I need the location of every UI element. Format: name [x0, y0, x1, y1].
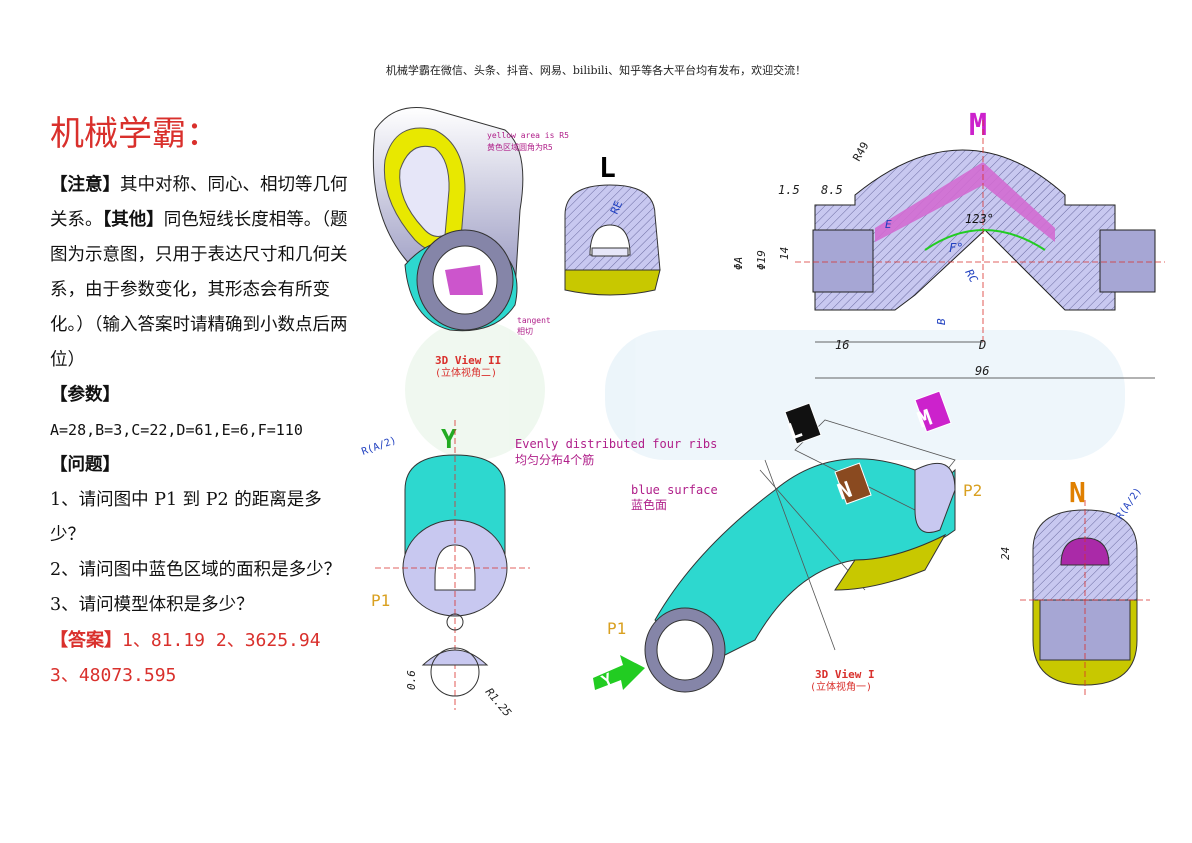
other-tag: 【其他】	[102, 210, 164, 230]
label-m-top: M	[969, 108, 987, 143]
blue-surface-note: blue surface	[631, 483, 718, 497]
page-title: 机械学霸：	[50, 114, 220, 154]
ribs-note-cn: 均匀分布4个筋	[515, 452, 594, 467]
label-n-top: N	[1069, 476, 1086, 509]
view2-illustration	[372, 107, 524, 332]
params-values: A=28,B=3,C=22,D=61,E=6,F=110	[50, 421, 303, 439]
answer-tag: 【答案】	[50, 630, 122, 651]
yellow-note: yellow area is R5	[487, 131, 569, 140]
tangent-note-cn: 相切	[517, 326, 533, 336]
answer-line-2: 3、48073.595	[50, 665, 177, 686]
dim-24: 24	[999, 547, 1012, 560]
label-y-top: Y	[441, 425, 457, 455]
question-2: 2、请问图中蓝色区域的面积是多少？	[50, 560, 342, 580]
left-column: 【注意】其中对称、同心、相切等几何关系。【其他】同色短线长度相等。（题图为示意图…	[50, 168, 350, 693]
dim-96: 96	[975, 364, 989, 378]
dim-r1-25: R1.25	[483, 686, 514, 720]
dim-phi-19: Φ19	[755, 250, 768, 270]
label-l-small: L	[599, 151, 616, 184]
dim-rc: RC	[962, 267, 980, 285]
dim-r49: R49	[850, 140, 871, 164]
dim-d: D	[978, 338, 986, 352]
view1-caption: 3D View I	[815, 668, 875, 681]
note-tag: 【注意】	[50, 175, 120, 195]
dim-re: RE	[608, 199, 625, 217]
question-3: 3、请问模型体积是多少？	[50, 595, 254, 615]
questions-heading: 【问题】	[50, 455, 120, 475]
page-header: 机械学霸在微信、头条、抖音、网易、bilibili、知乎等各大平台均有发布，欢迎…	[385, 64, 807, 77]
dim-phi-a: ΦA	[732, 257, 745, 270]
dim-f: F°	[949, 241, 963, 255]
label-p1-left: P1	[371, 591, 390, 610]
dim-ra2-left: R(A/2)	[360, 435, 398, 458]
dim-8-5: 8.5	[821, 183, 843, 197]
view1-illustration	[593, 390, 956, 693]
view2-caption-cn: (立体视角二)	[435, 366, 497, 379]
answer-line-1: 【答案】1、81.19 2、3625.94	[50, 623, 350, 658]
note-text: 其中对称、同心、相切等几何关系。	[50, 175, 348, 230]
ribs-note: Evenly distributed four ribs	[515, 437, 717, 451]
answer-values-1: 1、81.19 2、3625.94	[122, 630, 321, 651]
view2-caption: 3D View II	[435, 354, 501, 367]
watermark	[405, 320, 1125, 460]
params-heading: 【参数】	[50, 385, 120, 405]
view1-caption-cn: (立体视角一)	[810, 680, 872, 693]
label-p2-3d: P2	[963, 481, 982, 500]
blue-surface-note-cn: 蓝色面	[631, 498, 667, 512]
dim-123: 123°	[965, 212, 994, 226]
yellow-note-cn: 黄色区域圆角为R5	[487, 142, 553, 152]
note-paragraph: 【注意】其中对称、同心、相切等几何关系。【其他】同色短线长度相等。（题图为示意图…	[50, 168, 350, 378]
dim-e: E	[885, 218, 892, 231]
dim-0-6: 0.6	[405, 670, 418, 690]
section-n-view: N	[1020, 476, 1150, 695]
tangent-note: tangent	[517, 316, 551, 325]
dim-1-5: 1.5	[778, 183, 800, 197]
view-y-front: Y	[375, 420, 530, 710]
dim-b: B	[935, 318, 948, 325]
dim-ra2-right: R(A/2)	[1114, 486, 1144, 522]
other-text: 同色短线长度相等。（题图为示意图，只用于表达尺寸和几何关系，由于参数变化，其形态…	[50, 210, 348, 370]
label-p1-3d: P1	[607, 619, 626, 638]
engineering-drawing: yellow area is R5 黄色区域圆角为R5 tangent 相切 3…	[360, 107, 1165, 720]
dim-14: 14	[778, 247, 791, 260]
section-m-view: M	[795, 108, 1165, 379]
section-l-view: L RE	[564, 151, 661, 296]
question-1: 1、请问图中 P1 到 P2 的距离是多少？	[50, 490, 322, 545]
dim-16: 16	[835, 338, 849, 352]
